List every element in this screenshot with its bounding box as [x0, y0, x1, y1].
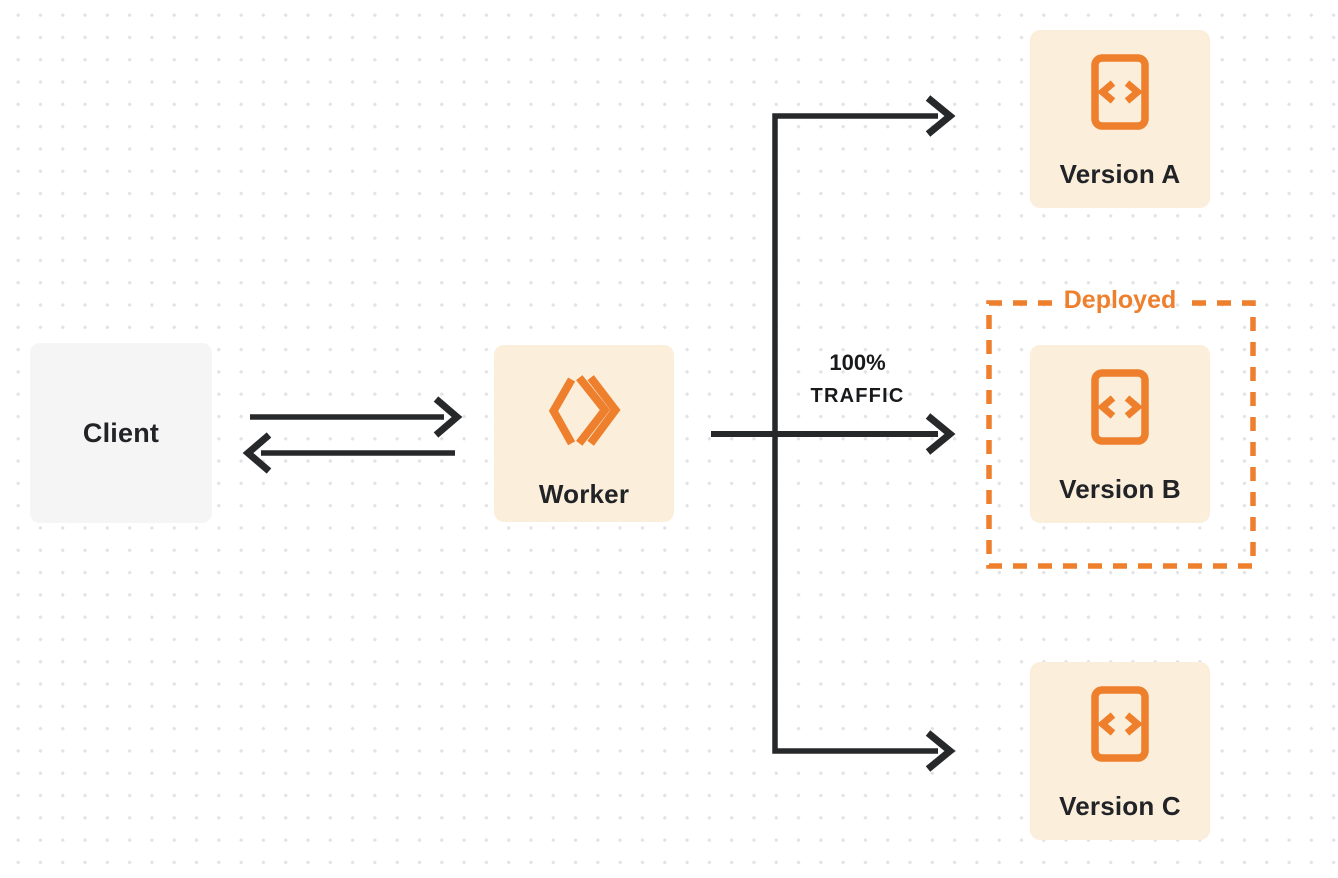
traffic-annotation: 100% TRAFFIC	[790, 350, 925, 408]
deployed-dashed-border	[986, 300, 1256, 569]
code-file-icon	[1091, 54, 1149, 135]
arrowhead-to-version-a	[925, 95, 956, 137]
workers-logo-icon	[544, 370, 624, 455]
deployed-badge-label: Deployed	[1063, 286, 1177, 314]
code-file-icon	[1091, 369, 1149, 450]
arrowhead-to-version-c	[925, 730, 956, 772]
traffic-word-text: TRAFFIC	[810, 385, 905, 407]
version-b-label: Version B	[1059, 474, 1181, 504]
client-node[interactable]: Client	[30, 343, 212, 523]
traffic-percent-text: 100%	[829, 350, 886, 375]
worker-node[interactable]: Worker	[494, 345, 674, 522]
arrow-worker-to-version-b	[711, 413, 956, 455]
code-file-icon	[1091, 686, 1149, 767]
version-c-node[interactable]: Version C	[1030, 662, 1210, 840]
version-a-node[interactable]: Version A	[1030, 30, 1210, 208]
arrow-client-to-worker	[250, 396, 463, 438]
version-a-label: Version A	[1059, 159, 1181, 189]
worker-label: Worker	[538, 479, 630, 509]
version-b-node[interactable]: Version B	[1030, 345, 1210, 523]
version-c-label: Version C	[1059, 791, 1181, 821]
branch-trunk	[772, 113, 938, 754]
arrow-worker-to-client	[242, 432, 455, 474]
client-label: Client	[82, 417, 160, 448]
